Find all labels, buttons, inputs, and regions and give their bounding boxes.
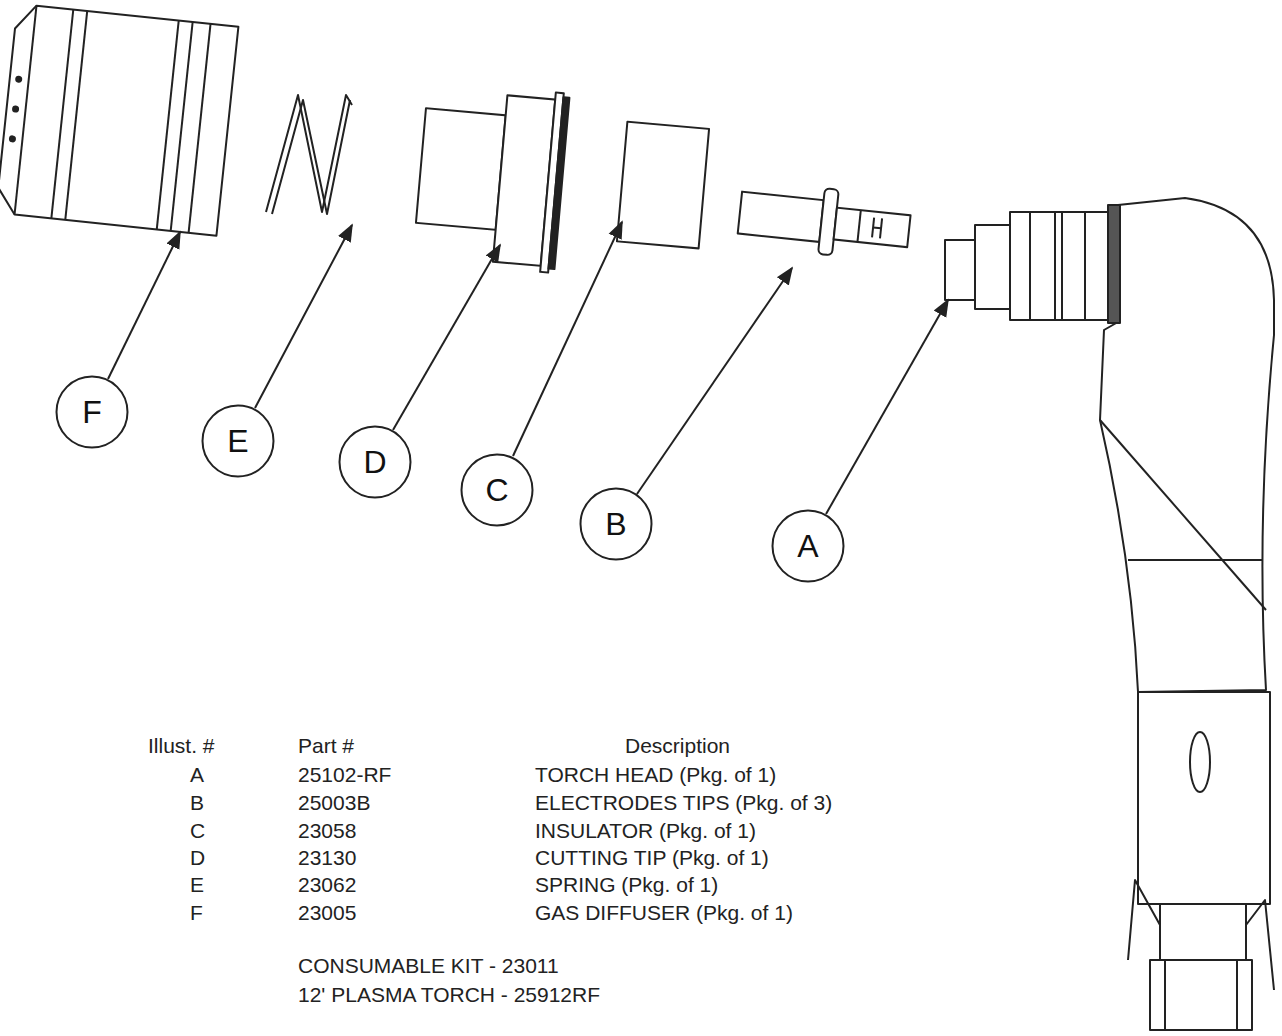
- callout-letter: A: [190, 762, 204, 787]
- callout-circle: C: [460, 453, 534, 527]
- part-description: CUTTING TIP (Pkg. of 1): [535, 845, 769, 870]
- part-number: 23005: [298, 900, 356, 925]
- cutting-tip: [413, 81, 570, 273]
- part-description: ELECTRODES TIPS (Pkg. of 3): [535, 790, 832, 815]
- callout-letter: A: [771, 509, 845, 583]
- callout-circle: E: [201, 404, 275, 478]
- callout-letter: B: [190, 790, 204, 815]
- kit-note: CONSUMABLE KIT - 23011: [298, 953, 559, 978]
- kit-note: 12' PLASMA TORCH - 25912RF: [298, 982, 600, 1007]
- callout-letter: E: [190, 872, 204, 897]
- callout-letter: E: [201, 404, 275, 478]
- part-description: INSULATOR (Pkg. of 1): [535, 818, 756, 843]
- callout-letter: D: [190, 845, 205, 870]
- part-number: 23130: [298, 845, 356, 870]
- part-number: 23058: [298, 818, 356, 843]
- spring: [266, 95, 352, 214]
- callout-letter: B: [579, 487, 653, 561]
- callout-circle: D: [338, 425, 412, 499]
- part-number: 25003B: [298, 790, 370, 815]
- column-header: Part #: [298, 733, 354, 758]
- part-description: TORCH HEAD (Pkg. of 1): [535, 762, 776, 787]
- insulator: [617, 122, 709, 249]
- gas-diffuser: [0, 4, 238, 236]
- part-description: SPRING (Pkg. of 1): [535, 872, 718, 897]
- callout-circle: F: [55, 375, 129, 449]
- part-number: 23062: [298, 872, 356, 897]
- part-number: 25102-RF: [298, 762, 391, 787]
- leader-lines: [108, 222, 948, 514]
- callout-letter: C: [460, 453, 534, 527]
- column-header: Description: [625, 733, 730, 758]
- callout-letter: D: [338, 425, 412, 499]
- column-header: Illust. #: [148, 733, 215, 758]
- torch-head: [945, 198, 1274, 1030]
- callout-circle: A: [771, 509, 845, 583]
- callout-letter: C: [190, 818, 205, 843]
- electrode: [736, 180, 912, 263]
- callout-letter: F: [190, 900, 203, 925]
- part-description: GAS DIFFUSER (Pkg. of 1): [535, 900, 793, 925]
- callout-letter: F: [55, 375, 129, 449]
- callout-circle: B: [579, 487, 653, 561]
